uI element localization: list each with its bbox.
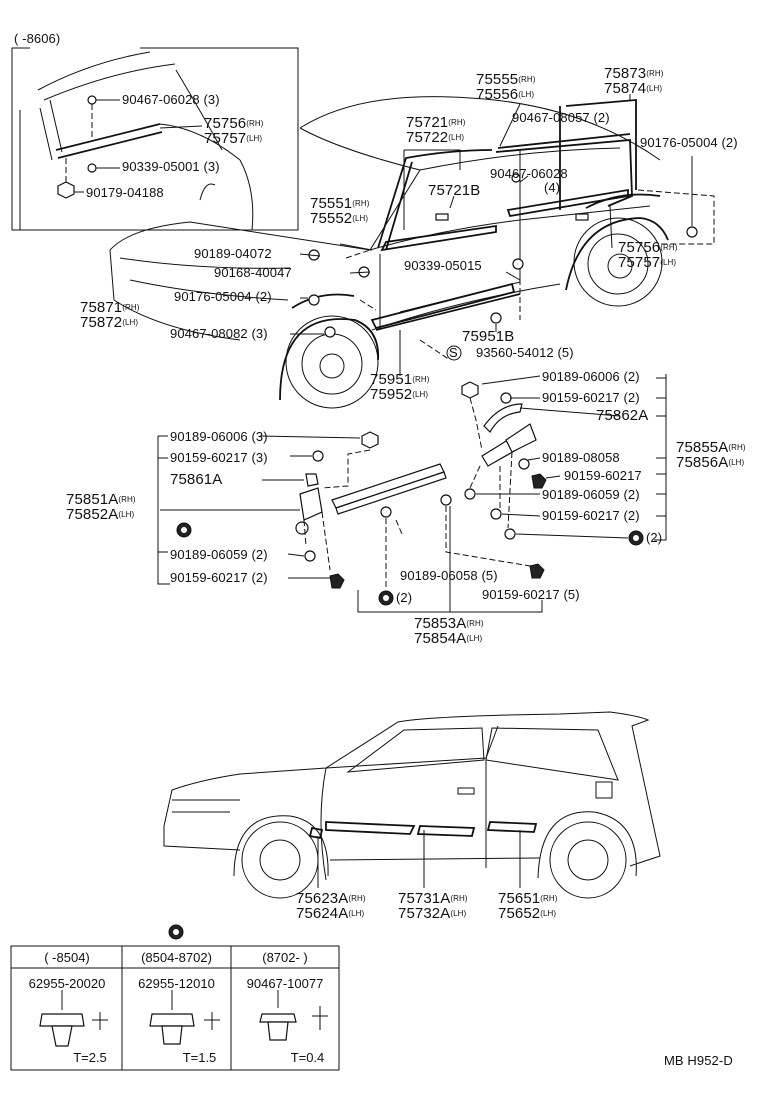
label-75556: 75556(LH) xyxy=(476,86,535,103)
label-clip-center-qty: (2) xyxy=(396,590,413,605)
clip-table-header-2: (8504-8702) xyxy=(141,950,212,965)
label-90467-06028-qty: (4) xyxy=(544,180,561,195)
label-90189-08058: 90189-08058 xyxy=(542,450,620,465)
label-90159-60217-left-b: 90159-60217 (2) xyxy=(170,570,268,585)
label-93560-54012: 93560-54012 (5) xyxy=(476,345,574,360)
diagram-code: MB H952-D xyxy=(664,1053,733,1068)
label-75873: 75873(RH) xyxy=(604,65,664,82)
clip-table-thickness-2: T=1.5 xyxy=(182,1050,217,1065)
clip-table xyxy=(10,924,340,1071)
label-75856A: 75856A(LH) xyxy=(676,454,745,471)
label-90159-60217-left-a: 90159-60217 (3) xyxy=(170,450,268,465)
label-90467-08082: 90467-08082 (3) xyxy=(170,326,268,341)
label-75855A: 75855A(RH) xyxy=(676,439,746,456)
label-75874: 75874(LH) xyxy=(604,80,663,97)
clip-table-header-3: (8702- ) xyxy=(262,950,308,965)
label-75872: 75872(LH) xyxy=(80,314,139,331)
label-75861A: 75861A xyxy=(170,471,223,488)
label-90159-60217-center: 90159-60217 (5) xyxy=(482,587,580,602)
clip-table-thickness-3: T=0.4 xyxy=(290,1050,325,1065)
label-75952: 75952(LH) xyxy=(370,386,429,403)
label-75853A: 75853A(RH) xyxy=(414,615,484,632)
clip-table-part-2: 62955-12010 xyxy=(138,976,215,991)
label-75552: 75552(LH) xyxy=(310,210,369,227)
label-75851A: 75851A(RH) xyxy=(66,491,136,508)
label-90339-05015: 90339-05015 xyxy=(404,258,482,273)
label-90176-05004-rear: 90176-05004 (2) xyxy=(640,135,738,150)
label-75756: 75756(RH) xyxy=(618,239,678,256)
label-90159-60217-right-a: 90159-60217 (2) xyxy=(542,390,640,405)
label-75722: 75722(LH) xyxy=(406,129,465,146)
label-75951: 75951(RH) xyxy=(370,371,430,388)
label-clip-right-qty: (2) xyxy=(646,530,663,545)
label-75721: 75721(RH) xyxy=(406,114,466,131)
label-75757-inset: 75757(LH) xyxy=(204,130,263,147)
label-90176-05004-front: 90176-05004 (2) xyxy=(174,289,272,304)
label-75854A: 75854A(LH) xyxy=(414,630,483,647)
inset-period-label: ( -8606) xyxy=(14,31,61,46)
clip-table-part-1: 62955-20020 xyxy=(28,976,106,991)
label-75623A: 75623A(RH) xyxy=(296,890,366,907)
label-75721B: 75721B xyxy=(428,182,481,199)
label-90179-04188: 90179-04188 xyxy=(86,185,164,200)
symbol-s: S xyxy=(449,345,458,360)
label-90189-04072: 90189-04072 xyxy=(194,246,272,261)
label-75551: 75551(RH) xyxy=(310,195,370,212)
label-75731A: 75731A(RH) xyxy=(398,890,468,907)
label-75852A: 75852A(LH) xyxy=(66,506,135,523)
inset-detail xyxy=(11,47,299,231)
upper-car-illustration xyxy=(109,94,715,409)
label-90189-06059-right: 90189-06059 (2) xyxy=(542,487,640,502)
label-75624A: 75624A(LH) xyxy=(296,905,365,922)
label-90168-40047: 90168-40047 xyxy=(214,265,292,280)
label-75555: 75555(RH) xyxy=(476,71,536,88)
label-90159-60217-right-b: 90159-60217 xyxy=(564,468,642,483)
label-75871: 75871(RH) xyxy=(80,299,140,316)
label-75651: 75651(RH) xyxy=(498,890,558,907)
label-75951B: 75951B xyxy=(462,328,515,345)
clip-table-thickness-1: T=2.5 xyxy=(73,1050,107,1065)
label-90189-06006-left: 90189-06006 (3) xyxy=(170,429,268,444)
label-90467-08057: 90467-08057 (2) xyxy=(512,110,610,125)
label-90189-06058: 90189-06058 (5) xyxy=(400,568,498,583)
clip-table-part-3: 90467-10077 xyxy=(246,976,324,991)
lower-car-illustration xyxy=(163,711,661,899)
label-90189-06006-right: 90189-06006 (2) xyxy=(542,369,640,384)
label-75862A: 75862A xyxy=(596,407,649,424)
label-75732A: 75732A(LH) xyxy=(398,905,467,922)
label-90189-06059-left: 90189-06059 (2) xyxy=(170,547,268,562)
label-90467-06028: 90467-06028 xyxy=(490,166,568,181)
label-75756-inset: 75756(RH) xyxy=(204,115,264,132)
label-75652: 75652(LH) xyxy=(498,905,557,922)
label-90159-60217-right-c: 90159-60217 (2) xyxy=(542,508,640,523)
label-90339-05001: 90339-05001 (3) xyxy=(122,159,220,174)
middle-parts-illustration xyxy=(157,345,667,613)
label-90467-06028-inset: 90467-06028 (3) xyxy=(122,92,220,107)
label-75757: 75757(LH) xyxy=(618,254,677,271)
clip-table-header-1: ( -8504) xyxy=(44,950,90,965)
